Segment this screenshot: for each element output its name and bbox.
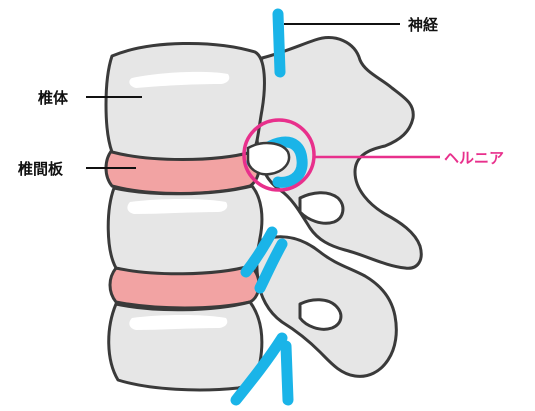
leader-lines [86,23,400,169]
nerve-middle-b [254,238,288,294]
hernia-label: ヘルニア [444,149,504,167]
nerve-middle [240,226,278,278]
lower-notch [298,298,343,331]
vertebral-bodies [104,41,266,392]
body-highlights [127,71,230,330]
upper-process [254,36,423,270]
hernia-shape [246,136,308,188]
nerve-lower-b [280,340,294,406]
hernia-highlight-circle [242,118,316,192]
nerve [230,8,294,406]
vertebral-body-label: 椎体 [38,89,69,107]
nerve-lower [230,332,288,406]
disc-label: 椎間板 [18,160,64,178]
nerve-upper [272,8,286,78]
vertebra-body-1 [104,41,266,161]
hernia-bulge [246,141,291,176]
nerve-label: 神経 [408,16,439,34]
posterior-processes [254,36,423,378]
upper-notch [298,191,345,225]
